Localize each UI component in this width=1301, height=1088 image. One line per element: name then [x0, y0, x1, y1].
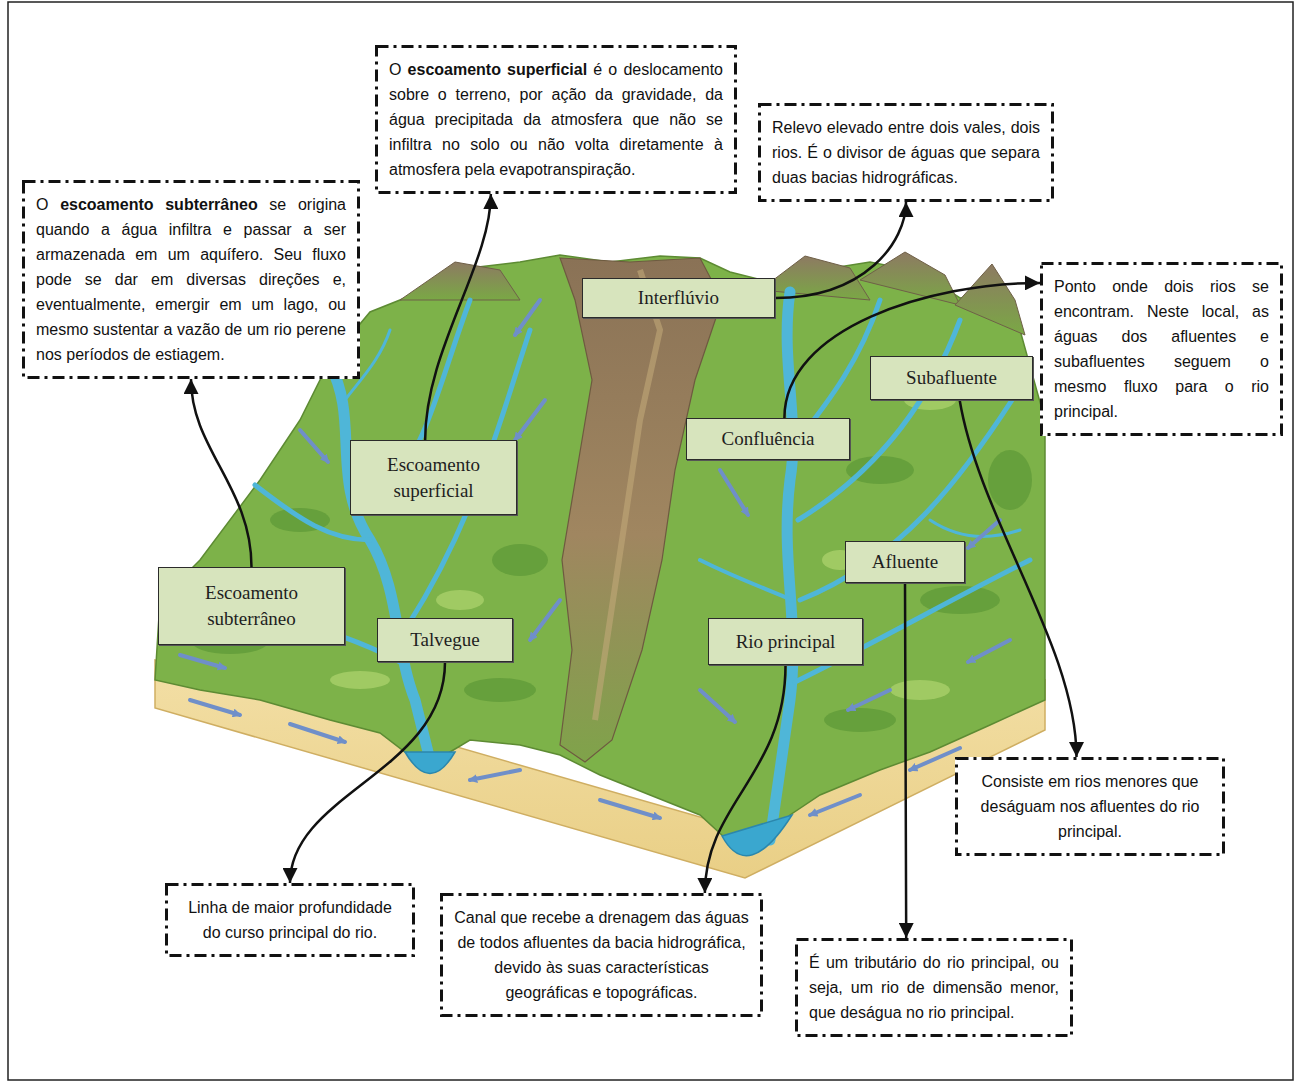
- definition-text: Canal que recebe a drenagem das águas de…: [454, 905, 749, 1005]
- term-text: Escoamento subterrâneo: [167, 580, 336, 631]
- definition-callout: Ponto onde dois rios se encontram. Neste…: [1040, 262, 1283, 436]
- term-text: Escoamento superficial: [359, 452, 508, 503]
- term-text: Confluência: [722, 426, 815, 452]
- river-section: [722, 815, 792, 856]
- dashdot-outline: [957, 759, 1224, 855]
- term-label: Interflúvio: [582, 278, 775, 318]
- outer-frame: [8, 2, 1293, 1080]
- dashdot-outline: [760, 105, 1053, 201]
- term-text: Subafluente: [906, 365, 997, 391]
- definition-text: Ponto onde dois rios se encontram. Neste…: [1054, 274, 1269, 424]
- leader-arrow: [960, 400, 1077, 757]
- definition-callout: Canal que recebe a drenagem das águas de…: [440, 893, 763, 1017]
- term-text: Interflúvio: [638, 285, 719, 311]
- term-label: Escoamento superficial: [350, 440, 517, 515]
- dashdot-outline: [442, 895, 762, 1016]
- term-label: Afluente: [845, 541, 965, 583]
- definition-callout: O escoamento superficial é o deslocament…: [375, 45, 737, 194]
- leader-arrow: [425, 194, 491, 440]
- definition-callout: Linha de maior profundidade do curso pri…: [165, 883, 415, 957]
- definition-text: O escoamento superficial é o deslocament…: [389, 57, 723, 182]
- definition-callout: Consiste em rios menores que deságuam no…: [955, 757, 1225, 856]
- definition-text: O escoamento subterrâneo se origina quan…: [36, 192, 346, 367]
- term-text: Afluente: [872, 549, 938, 575]
- leader-arrow: [905, 583, 906, 938]
- definition-callout: É um tributário do rio principal, ou sej…: [795, 938, 1073, 1037]
- term-label: Subafluente: [870, 356, 1033, 400]
- leader-arrow: [784, 283, 1040, 418]
- dashdot-outline: [1042, 264, 1282, 435]
- definition-text: Linha de maior profundidade do curso pri…: [179, 895, 401, 945]
- term-label: Confluência: [686, 418, 850, 460]
- dashdot-outline: [167, 885, 414, 956]
- leader-arrow: [191, 379, 252, 567]
- ridge-highlight: [595, 270, 660, 720]
- definition-text: Relevo elevado entre dois vales, dois ri…: [772, 115, 1040, 190]
- definition-callout: O escoamento subterrâneo se origina quan…: [22, 180, 360, 379]
- central-ridge: [560, 258, 722, 762]
- dashdot-outline: [377, 47, 736, 193]
- dashdot-outline: [797, 940, 1072, 1036]
- dashdot-border: [165, 883, 415, 957]
- definition-callout: Relevo elevado entre dois vales, dois ri…: [758, 103, 1054, 202]
- term-text: Talvegue: [410, 627, 479, 653]
- leader-arrow: [290, 662, 445, 883]
- term-label: Escoamento subterrâneo: [158, 567, 345, 645]
- river-section: [405, 752, 455, 774]
- dashdot-outline: [24, 182, 359, 378]
- term-label: Rio principal: [708, 618, 863, 665]
- term-label: Talvegue: [377, 618, 513, 662]
- definition-text: Consiste em rios menores que deságuam no…: [969, 769, 1211, 844]
- light-vegetation: [168, 390, 956, 700]
- term-text: Rio principal: [736, 629, 836, 655]
- leader-arrow: [775, 202, 906, 298]
- leader-arrow: [705, 665, 786, 893]
- definition-text: É um tributário do rio principal, ou sej…: [809, 950, 1059, 1025]
